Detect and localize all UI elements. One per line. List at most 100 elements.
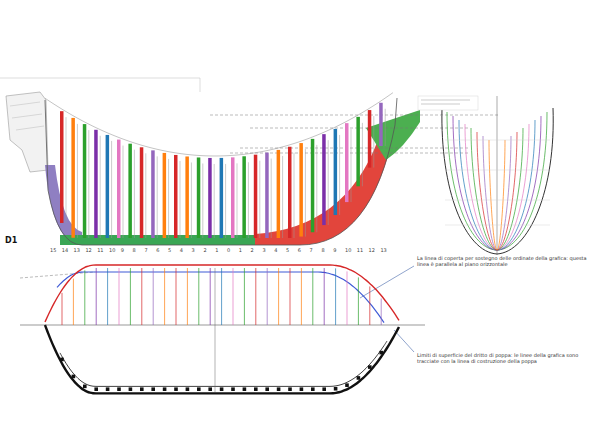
half-breadth-centerline	[20, 325, 425, 326]
waterline	[445, 200, 550, 201]
frame-number: 13	[380, 248, 386, 254]
frame-bar	[368, 110, 372, 168]
frame-bar	[208, 158, 212, 238]
section-curve	[453, 116, 541, 250]
frame-line	[259, 161, 260, 238]
frame-line	[237, 163, 238, 238]
frame-station	[335, 268, 336, 325]
frame-line	[339, 135, 340, 215]
frame-number: 9	[333, 248, 336, 254]
frame-number: 12	[85, 248, 91, 254]
hull-profile-outline	[45, 98, 397, 245]
frame-bar	[277, 150, 281, 238]
frame-bar	[379, 103, 383, 146]
frame-number: 12	[369, 248, 375, 254]
frame-station	[141, 268, 142, 325]
section-curve	[477, 132, 517, 250]
frame-bar	[94, 130, 98, 238]
frame-bar	[163, 153, 167, 238]
waterline	[445, 140, 550, 141]
frame-mark	[174, 387, 178, 391]
frame-number: 10	[109, 248, 115, 254]
frame-station	[73, 279, 74, 325]
frame-station	[244, 268, 245, 325]
frame-station	[198, 268, 199, 325]
frame-line	[168, 159, 169, 238]
frame-mark	[368, 365, 372, 369]
midship-line	[215, 268, 216, 392]
body-plan-outline	[442, 108, 553, 254]
frame-station	[290, 268, 291, 325]
frame-bar	[356, 117, 360, 186]
frame-rule	[0, 78, 200, 79]
frame-number: 0	[227, 248, 230, 254]
frame-station	[96, 268, 97, 325]
frame-line	[180, 161, 181, 238]
frame-mark	[72, 375, 76, 379]
frame-station	[312, 268, 313, 325]
frame-mark	[220, 387, 224, 391]
section-curve	[471, 128, 523, 250]
frame-line	[362, 123, 363, 186]
frame-number: 5	[286, 248, 289, 254]
frame-number: 6	[298, 248, 301, 254]
section-curve	[447, 112, 547, 250]
frame-bar	[71, 118, 75, 238]
frame-bar	[60, 111, 64, 223]
frame-mark	[300, 387, 304, 391]
frame-number: 8	[321, 248, 324, 254]
frame-number: 3	[192, 248, 195, 254]
waterline	[445, 225, 550, 226]
frame-number: 6	[156, 248, 159, 254]
frame-mark	[231, 387, 235, 391]
frame-mark	[243, 387, 247, 391]
frame-mark	[357, 376, 361, 380]
frame-number: 5	[168, 248, 171, 254]
frame-bar	[151, 150, 155, 238]
frame-station	[153, 268, 154, 325]
section-curve	[489, 140, 505, 250]
frame-bar	[117, 140, 121, 238]
section-curve	[465, 124, 529, 250]
frame-station	[358, 277, 359, 325]
frame-mark	[151, 387, 155, 391]
frame-station	[369, 286, 370, 325]
stern-detail-lines	[10, 102, 44, 130]
frame-rule	[200, 78, 201, 92]
frame-bar	[83, 124, 87, 238]
frame-mark	[117, 387, 121, 391]
frame-number: 3	[262, 248, 265, 254]
frame-line	[123, 146, 124, 238]
frame-bar	[220, 158, 224, 238]
projection-line	[250, 128, 470, 129]
frame-station	[381, 298, 382, 325]
frame-station	[130, 268, 131, 325]
body-plan-key-line	[421, 100, 470, 101]
frame-line	[111, 141, 112, 238]
frame-line	[316, 145, 317, 232]
frame-station	[267, 268, 268, 325]
frame-mark	[94, 387, 98, 391]
frame-number: 14	[62, 248, 68, 254]
frame-line	[88, 130, 89, 238]
bow-region	[255, 132, 394, 245]
frame-line	[282, 156, 283, 238]
frame-station	[62, 293, 63, 325]
frame-mark	[311, 387, 315, 391]
projection-line	[210, 115, 500, 116]
frame-line	[271, 159, 272, 238]
sheet-id: D1	[5, 236, 17, 245]
frame-bar	[288, 147, 292, 238]
frame-number: 8	[133, 248, 136, 254]
frame-station	[278, 268, 279, 325]
frame-line	[351, 129, 352, 202]
frame-bar	[254, 155, 257, 238]
body-plan-key	[418, 96, 478, 110]
frame-mark	[83, 385, 87, 389]
frame-bar	[334, 129, 338, 215]
frame-bar	[128, 144, 132, 238]
section-curve	[459, 120, 535, 250]
frame-number: 13	[74, 248, 80, 254]
frame-number: 1	[215, 248, 218, 254]
